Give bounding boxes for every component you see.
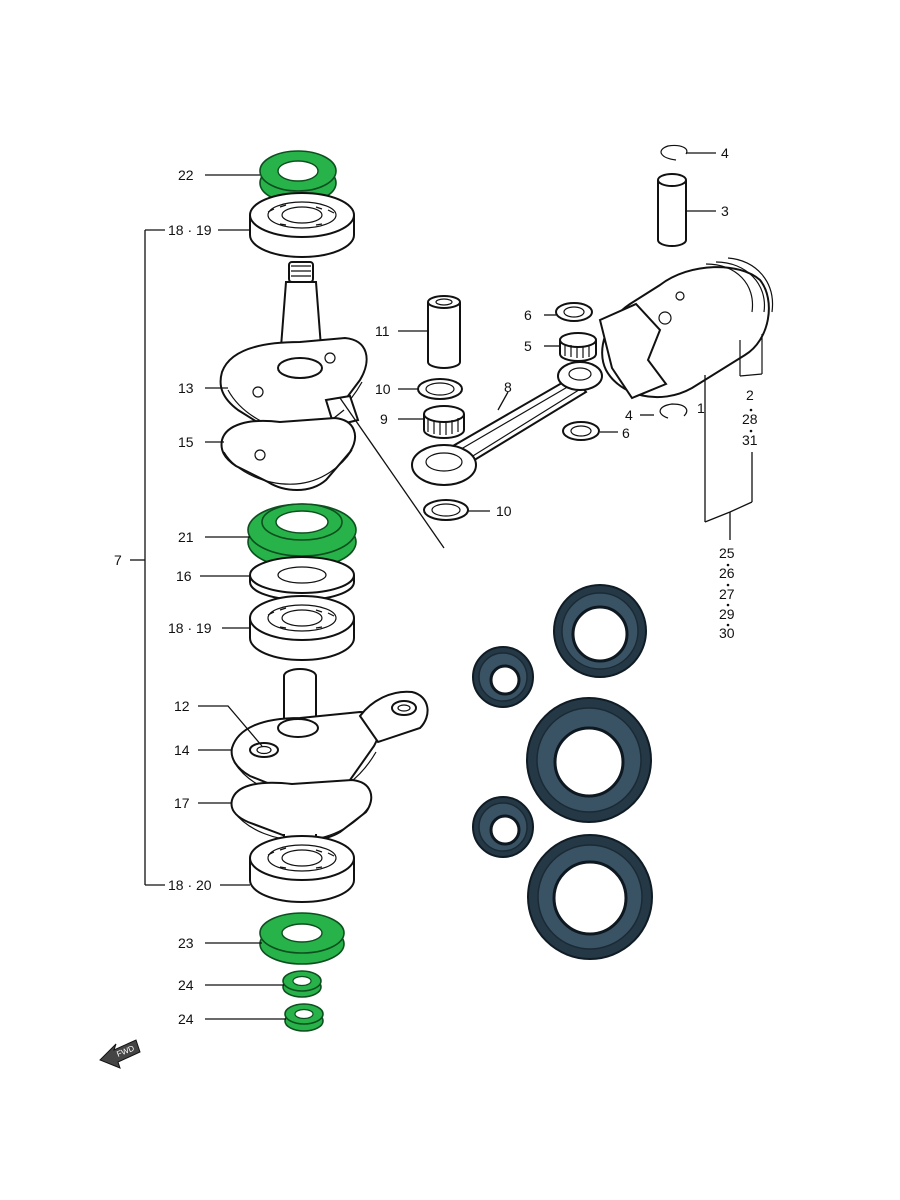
label-10-upper: 10	[375, 381, 391, 397]
label-2: 2	[746, 387, 754, 403]
washer-6-lower	[562, 421, 600, 441]
label-21: 21	[178, 529, 194, 545]
oil-seal-21	[247, 503, 357, 569]
oil-seal-23	[259, 912, 345, 965]
label-10-lower: 10	[496, 503, 512, 519]
needle-bearing-9	[423, 405, 465, 439]
piston-1	[598, 257, 774, 400]
washer-10-upper	[417, 378, 463, 400]
fwd-arrow-icon: FWD	[99, 1039, 141, 1069]
label-18-19-middle: 18 · 19	[168, 620, 212, 636]
circlip-4-upper	[660, 144, 688, 161]
photo-seal-small-lower	[472, 796, 534, 858]
label-26: 26	[719, 565, 735, 581]
piston-leaders	[704, 375, 753, 540]
label-8: 8	[504, 379, 512, 395]
label-22: 22	[178, 167, 194, 183]
label-16: 16	[176, 568, 192, 584]
label-27: 27	[719, 586, 735, 602]
label-14: 14	[174, 742, 190, 758]
label-23: 23	[178, 935, 194, 951]
oil-seal-24-upper	[282, 970, 322, 998]
photo-seal-top-right	[553, 584, 647, 678]
piston-pin-11	[427, 295, 461, 369]
label-3: 3	[721, 203, 729, 219]
label-17: 17	[174, 795, 190, 811]
label-15: 15	[178, 434, 194, 450]
upper-crankshaft	[219, 261, 368, 491]
label-13: 13	[178, 380, 194, 396]
needle-bearing-5	[559, 332, 597, 362]
label-4-upper: 4	[721, 145, 729, 161]
leader-lines	[198, 152, 716, 1020]
label-4-lower: 4	[625, 407, 633, 423]
photo-seal-large-middle	[526, 697, 652, 823]
part-labels: 22 18 · 19 13 15 21 7 16 18 · 19 12 14 1…	[114, 145, 758, 1027]
label-29: 29	[719, 606, 735, 622]
lower-crankshaft	[230, 668, 429, 853]
washer-16	[249, 556, 355, 601]
label-separator-dots	[726, 408, 753, 627]
ball-bearing-18-19-middle	[249, 595, 355, 661]
label-6-upper: 6	[524, 307, 532, 323]
oil-seal-24-lower	[284, 1003, 324, 1032]
washer-10-lower	[423, 499, 469, 521]
ball-bearing-18-19-top	[249, 192, 355, 258]
label-1: 1	[697, 400, 705, 416]
label-30: 30	[719, 625, 735, 641]
label-6-lower: 6	[622, 425, 630, 441]
connecting-rod-8	[411, 361, 603, 486]
label-25: 25	[719, 545, 735, 561]
label-31: 31	[742, 432, 758, 448]
label-7: 7	[114, 552, 122, 568]
washer-6-upper	[555, 302, 593, 322]
label-28: 28	[742, 411, 758, 427]
label-18-19-top: 18 · 19	[168, 222, 212, 238]
bracket-7	[130, 229, 165, 886]
ball-bearing-18-20-bottom	[249, 835, 355, 903]
piston-pin-3	[657, 173, 687, 247]
label-9: 9	[380, 411, 388, 427]
photo-seal-small-upper	[472, 646, 534, 708]
label-24-lower: 24	[178, 1011, 194, 1027]
label-11: 11	[375, 323, 390, 339]
label-18-20: 18 · 20	[168, 877, 212, 893]
label-24-upper: 24	[178, 977, 194, 993]
label-12: 12	[174, 698, 190, 714]
circlip-4-lower	[659, 403, 688, 419]
label-5: 5	[524, 338, 532, 354]
photo-seal-large-bottom	[527, 834, 653, 960]
